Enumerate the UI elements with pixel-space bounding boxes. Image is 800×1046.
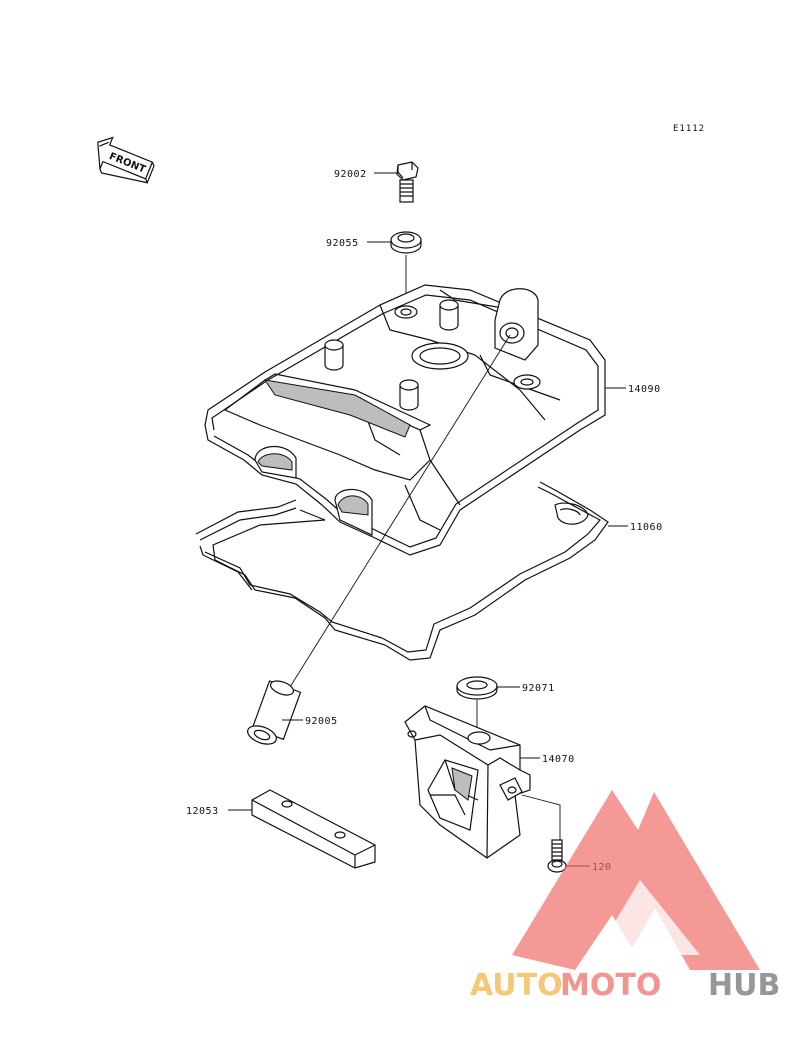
washer-92055 [390,231,422,254]
part-label-92071: 92071 [522,683,555,694]
damper-12053 [251,789,376,869]
part-label-92055: 92055 [326,238,359,249]
part-label-12053: 12053 [186,806,219,817]
watermark-triangle-icon [512,790,760,970]
part-label-14090: 14090 [628,384,661,395]
bolt-92002 [396,161,419,203]
watermark-text-moto: MOTO [560,968,661,1003]
part-label-92002: 92002 [334,169,367,180]
gasket-11060 [195,481,609,661]
watermark-text-hub: HUB [708,968,780,1003]
watermark-logo: AUTO MOTO HUB [470,790,780,1003]
washer-92071 [456,676,498,700]
bracket-14070 [404,705,531,859]
bolt-120 [547,839,567,873]
part-label-14070: 14070 [542,754,575,765]
sleeve-92005 [247,680,302,745]
front-arrow-icon: FRONT [97,136,155,185]
cylinder-head-cover-14090 [204,284,606,556]
part-label-92005: 92005 [305,716,338,727]
reference-code: E1112 [673,124,705,134]
watermark-text-auto: AUTO [470,968,563,1003]
part-label-11060: 11060 [630,522,663,533]
